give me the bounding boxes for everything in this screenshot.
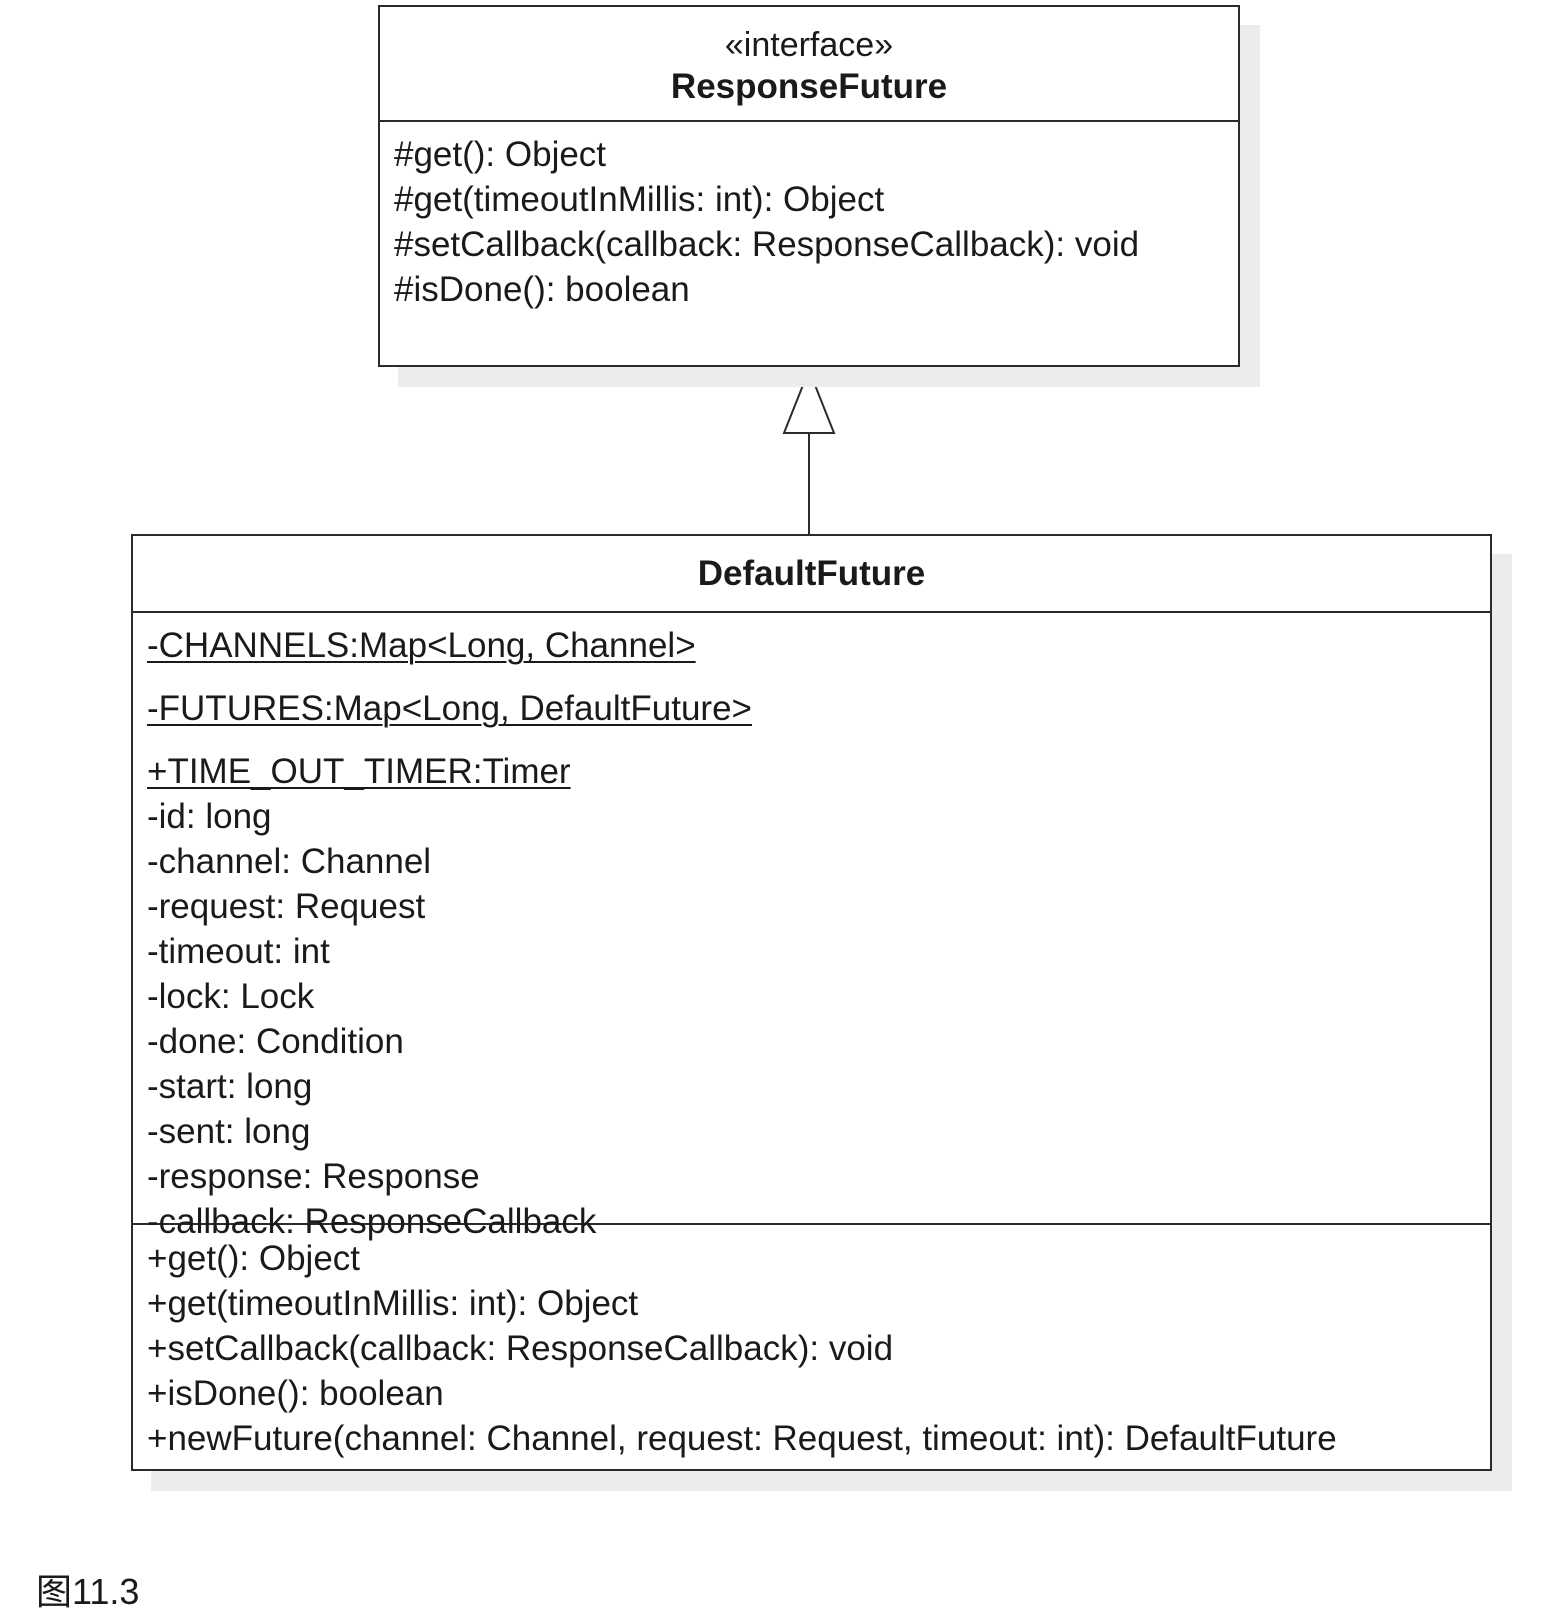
class-operation: +get(timeoutInMillis: int): Object <box>147 1284 639 1323</box>
class-attribute: -id: long <box>147 797 272 836</box>
class-attribute: -response: Response <box>147 1157 480 1196</box>
interface-operation: #get(timeoutInMillis: int): Object <box>394 180 885 219</box>
class-attribute-static: +TIME_OUT_TIMER:Timer <box>147 752 571 791</box>
class-attribute: -start: long <box>147 1067 313 1106</box>
class-operations: +get(): Object +get(timeoutInMillis: int… <box>133 1225 1490 1461</box>
interface-name: ResponseFuture <box>670 67 948 106</box>
class-attribute: -timeout: int <box>147 932 330 971</box>
class-attribute: -lock: Lock <box>147 977 315 1016</box>
response-future-interface-box: «interface» ResponseFuture #get(): Objec… <box>378 5 1240 367</box>
class-attribute: -sent: long <box>147 1112 311 1151</box>
realization-arrowhead <box>782 367 836 434</box>
class-attributes: -CHANNELS:Map<Long, Channel> -FUTURES:Ma… <box>133 613 1490 1241</box>
interface-stereotype: «interface» <box>724 26 894 64</box>
interface-operation: #setCallback(callback: ResponseCallback)… <box>394 225 1140 264</box>
class-attribute: -callback: ResponseCallback <box>147 1202 597 1241</box>
class-operation: +setCallback(callback: ResponseCallback)… <box>147 1329 894 1368</box>
interface-operation: #get(): Object <box>394 135 607 174</box>
class-operation: +get(): Object <box>147 1239 361 1278</box>
interface-header: «interface» ResponseFuture <box>380 7 1238 122</box>
class-attribute: -channel: Channel <box>147 842 432 881</box>
class-attribute: -request: Request <box>147 887 426 926</box>
figure-caption: 图11.3 <box>36 1571 140 1612</box>
default-future-class-box: DefaultFuture -CHANNELS:Map<Long, Channe… <box>131 534 1492 1471</box>
interface-operations: #get(): Object #get(timeoutInMillis: int… <box>380 122 1238 312</box>
class-attribute: -done: Condition <box>147 1022 404 1061</box>
interface-operation: #isDone(): boolean <box>394 270 690 309</box>
class-operation: +newFuture(channel: Channel, request: Re… <box>147 1419 1337 1458</box>
class-operation: +isDone(): boolean <box>147 1374 444 1413</box>
class-attribute-static: -CHANNELS:Map<Long, Channel> <box>147 626 696 665</box>
class-header: DefaultFuture <box>133 536 1490 613</box>
class-name: DefaultFuture <box>697 554 926 593</box>
class-attribute-static: -FUTURES:Map<Long, DefaultFuture> <box>147 689 752 728</box>
